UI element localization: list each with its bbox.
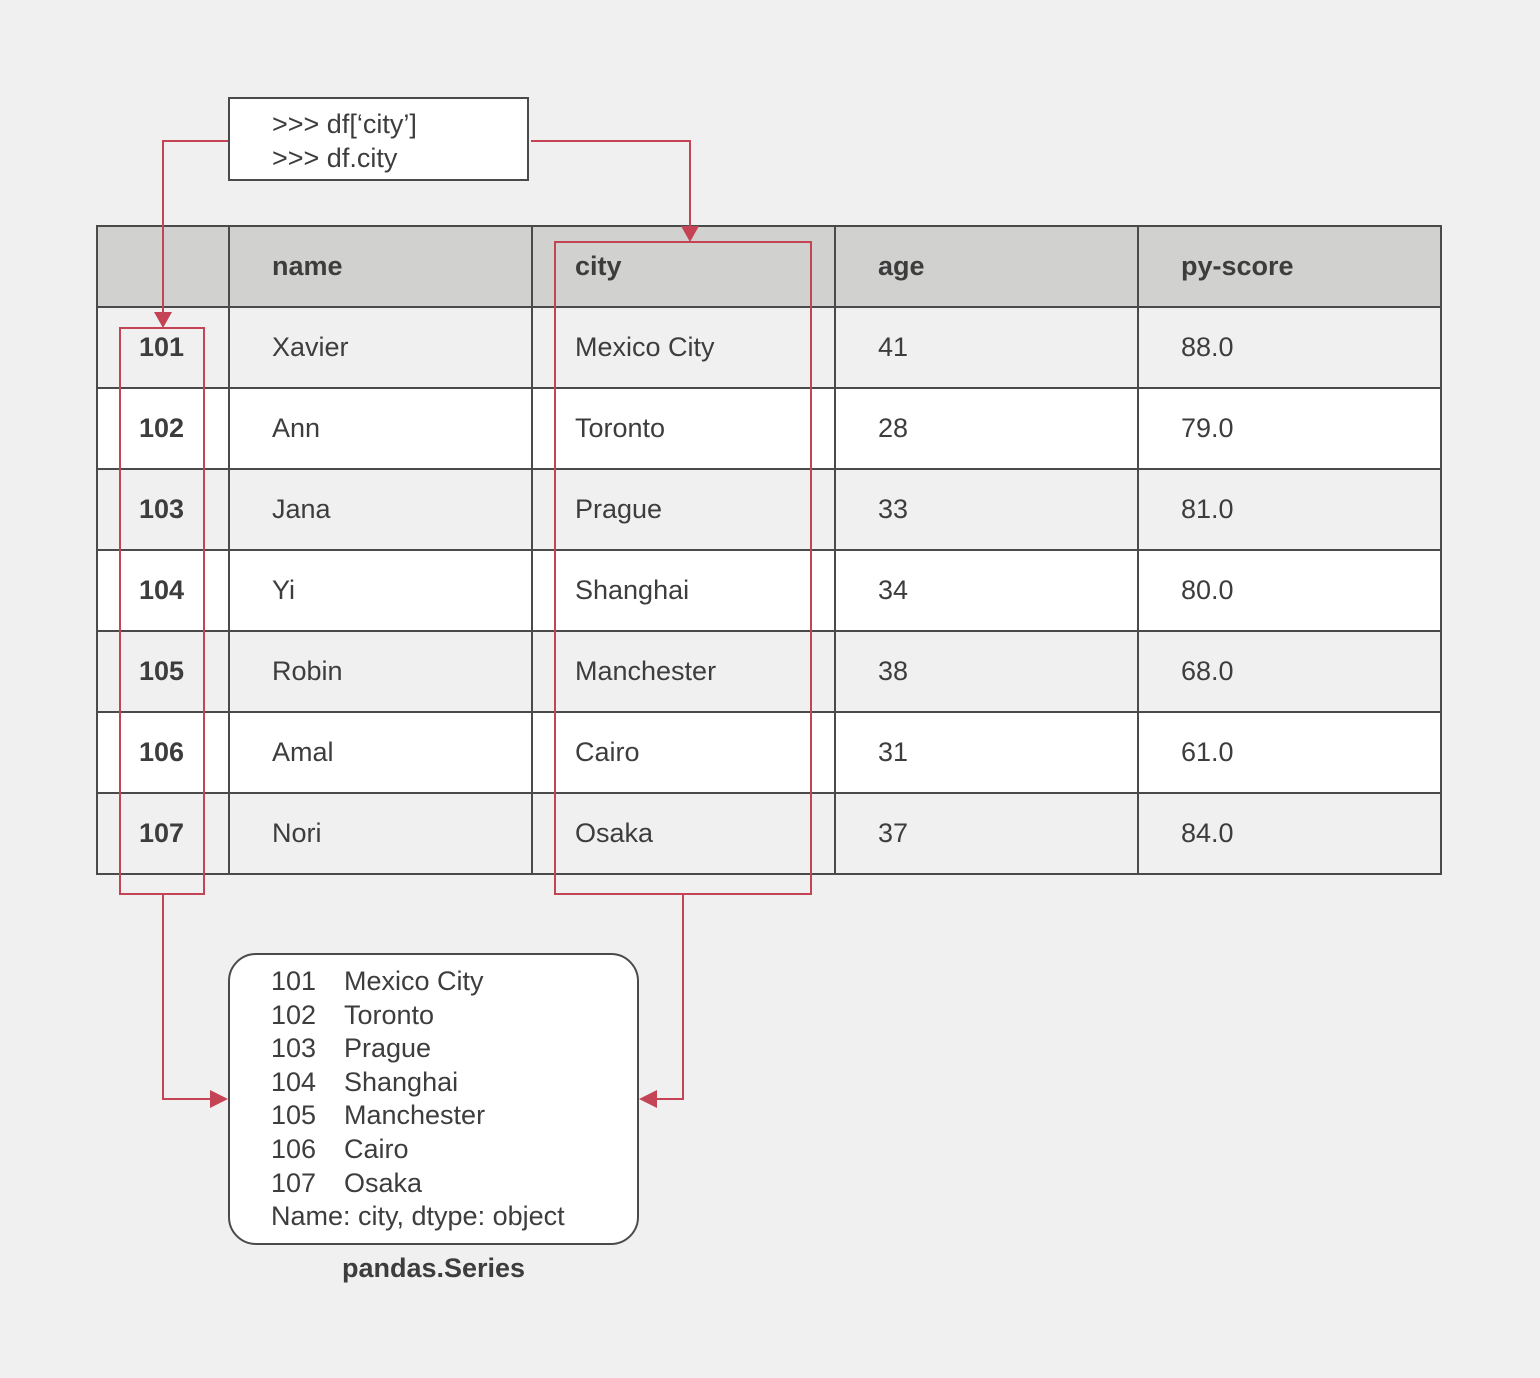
code-line-bracket: >>> df[‘city’] xyxy=(272,109,417,139)
series-value: Shanghai xyxy=(344,1066,459,1097)
series-index: 101 xyxy=(271,966,317,996)
cell-py-score: 84.0 xyxy=(1137,792,1442,875)
cell-name: Xavier xyxy=(228,306,533,389)
cell-py-score: 81.0 xyxy=(1137,468,1442,551)
cell-name: Yi xyxy=(228,549,533,632)
series-value: Mexico City xyxy=(344,966,484,996)
cell-city: Mexico City xyxy=(531,306,836,389)
cell-age: 33 xyxy=(834,468,1139,551)
code-line-attribute: >>> df.city xyxy=(272,143,398,173)
series-footer: Name: city, dtype: object xyxy=(271,1201,565,1232)
series-row: 101 Mexico City xyxy=(271,965,637,999)
table-row: 104 Yi Shanghai 34 80.0 xyxy=(96,549,1442,632)
cell-age: 41 xyxy=(834,306,1139,389)
code-snippet: >>> df[‘city’] >>> df.city xyxy=(228,97,529,181)
row-index: 104 xyxy=(96,549,230,632)
series-index: 106 xyxy=(271,1133,317,1164)
cell-city: Manchester xyxy=(531,630,836,713)
cell-age: 34 xyxy=(834,549,1139,632)
series-caption: pandas.Series xyxy=(341,1253,526,1283)
cell-py-score: 79.0 xyxy=(1137,387,1442,470)
series-row: 103 Prague xyxy=(271,1032,637,1066)
dataframe-table: name city age py-score 101 Xavier Mexico… xyxy=(96,225,1442,875)
cell-name: Nori xyxy=(228,792,533,875)
cell-city: Cairo xyxy=(531,711,836,794)
series-value: Manchester xyxy=(344,1100,486,1131)
arrow-city-to-series xyxy=(641,894,684,1100)
arrowhead-series-right xyxy=(639,1090,657,1108)
cell-city: Osaka xyxy=(531,792,836,875)
series-index: 104 xyxy=(271,1066,317,1097)
row-index: 107 xyxy=(96,792,230,875)
header-city: city xyxy=(531,225,836,308)
cell-py-score: 61.0 xyxy=(1137,711,1442,794)
cell-age: 37 xyxy=(834,792,1139,875)
cell-name: Jana xyxy=(228,468,533,551)
series-value: Toronto xyxy=(344,999,435,1030)
series-value: Osaka xyxy=(344,1167,423,1198)
cell-city: Prague xyxy=(531,468,836,551)
series-index: 105 xyxy=(271,1100,317,1131)
cell-age: 38 xyxy=(834,630,1139,713)
series-value: Cairo xyxy=(344,1133,409,1164)
cell-py-score: 88.0 xyxy=(1137,306,1442,389)
cell-name: Ann xyxy=(228,387,533,470)
table-header-row: name city age py-score xyxy=(96,225,1442,308)
series-row: 104 Shanghai xyxy=(271,1066,637,1100)
row-index: 106 xyxy=(96,711,230,794)
series-row: 102 Toronto xyxy=(271,999,637,1033)
header-index xyxy=(96,225,230,308)
cell-py-score: 68.0 xyxy=(1137,630,1442,713)
cell-city: Shanghai xyxy=(531,549,836,632)
table-row: 107 Nori Osaka 37 84.0 xyxy=(96,792,1442,875)
arrowhead-series-left xyxy=(210,1090,228,1108)
row-index: 105 xyxy=(96,630,230,713)
header-name: name xyxy=(228,225,533,308)
table-row: 106 Amal Cairo 31 61.0 xyxy=(96,711,1442,794)
row-index: 103 xyxy=(96,468,230,551)
table-row: 105 Robin Manchester 38 68.0 xyxy=(96,630,1442,713)
series-row: 105 Manchester xyxy=(271,1099,637,1133)
row-index: 101 xyxy=(96,306,230,389)
series-row: 107 Osaka xyxy=(271,1167,637,1201)
series-output: 101 Mexico City 102 Toronto 103 Prague 104 S… xyxy=(228,953,639,1245)
cell-name: Amal xyxy=(228,711,533,794)
header-py-score: py-score xyxy=(1137,225,1442,308)
row-index: 102 xyxy=(96,387,230,470)
cell-age: 28 xyxy=(834,387,1139,470)
cell-city: Toronto xyxy=(531,387,836,470)
cell-name: Robin xyxy=(228,630,533,713)
cell-py-score: 80.0 xyxy=(1137,549,1442,632)
series-index: 107 xyxy=(271,1167,317,1198)
series-index: 103 xyxy=(271,1033,317,1064)
header-age: age xyxy=(834,225,1139,308)
series-value: Prague xyxy=(344,1033,432,1064)
cell-age: 31 xyxy=(834,711,1139,794)
table-row: 101 Xavier Mexico City 41 88.0 xyxy=(96,306,1442,389)
table-row: 103 Jana Prague 33 81.0 xyxy=(96,468,1442,551)
arrow-index-to-series xyxy=(162,894,226,1100)
series-index: 102 xyxy=(271,999,317,1030)
series-row: 106 Cairo xyxy=(271,1133,637,1167)
table-row: 102 Ann Toronto 28 79.0 xyxy=(96,387,1442,470)
